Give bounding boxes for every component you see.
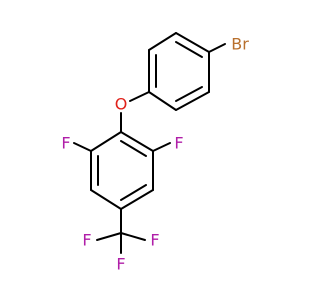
bond <box>120 131 154 152</box>
bond <box>120 184 147 201</box>
bond <box>120 232 146 241</box>
atom-label-f-left: F <box>61 134 70 153</box>
atom-label-f-cf3-bottom: F <box>116 255 125 274</box>
bond <box>175 86 203 102</box>
bond <box>175 41 203 58</box>
bond <box>148 91 177 111</box>
bond <box>90 189 122 210</box>
atom-label-f-cf3-left: F <box>82 231 91 250</box>
bond <box>120 189 154 210</box>
bond <box>96 232 122 241</box>
bond <box>208 43 226 53</box>
bond <box>175 91 210 111</box>
bond <box>148 32 177 51</box>
atom-labels: Br O F F F F F <box>61 35 249 274</box>
atom-label-f-cf3-right: F <box>150 231 159 250</box>
bond-lines <box>73 32 226 254</box>
atom-label-o: O <box>115 95 128 114</box>
bond <box>129 91 150 102</box>
bond <box>120 140 147 157</box>
atom-label-br: Br <box>231 35 249 54</box>
bond <box>152 142 171 152</box>
bond <box>90 131 122 152</box>
bond <box>73 142 92 152</box>
molecule-structure-diagram: Br O F F F F F <box>61 32 249 274</box>
bond <box>175 32 210 53</box>
atom-label-f-right: F <box>174 134 183 153</box>
